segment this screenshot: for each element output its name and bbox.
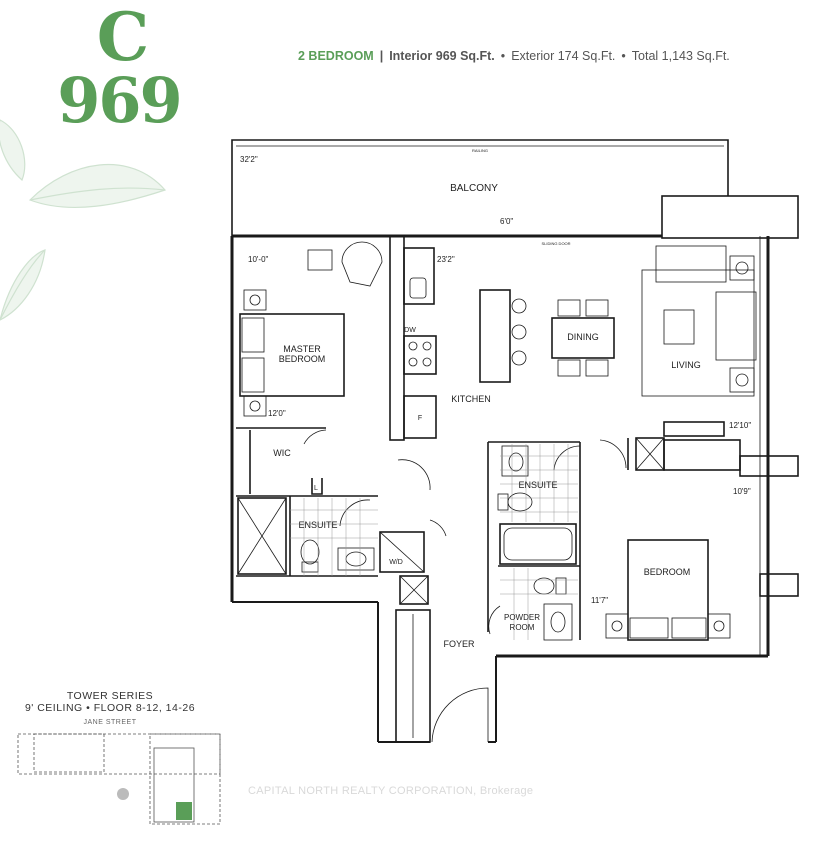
- room-labels: BALCONY MASTER BEDROOM WIC ENSUITE KITCH…: [273, 183, 701, 649]
- room-dining: DINING: [567, 332, 599, 342]
- brokerage-watermark: CAPITAL NORTH REALTY CORPORATION, Broker…: [248, 785, 534, 797]
- room-kitchen: KITCHEN: [451, 394, 491, 404]
- dim-master-width: 10'-0": [248, 255, 269, 264]
- tile-grid: [290, 444, 578, 640]
- bedroom-count: 2 BEDROOM: [298, 49, 374, 63]
- walls: [230, 139, 799, 743]
- dim-balcony-width: 32'2": [240, 155, 258, 164]
- fixture-labels: DW F L W/D SLIDING DOOR RAILING: [314, 148, 571, 566]
- specs-separator: |: [379, 49, 384, 63]
- key-plan-series: TOWER SERIES: [66, 690, 154, 702]
- room-living: LIVING: [671, 360, 701, 370]
- dim-living-width: 23'2": [437, 255, 455, 264]
- specs-dot: •: [621, 49, 626, 63]
- dim-bedroom-depth: 10'9": [733, 487, 751, 496]
- unit-letter: C: [96, 0, 150, 76]
- label-washer-dryer: W/D: [389, 559, 403, 566]
- label-fridge: F: [418, 415, 422, 422]
- room-powder-line2: ROOM: [510, 623, 535, 632]
- dimension-labels: 32'2" 6'0" 10'-0" 12'0" 23'2" 12'10" 10'…: [240, 155, 751, 605]
- room-balcony: BALCONY: [450, 183, 498, 194]
- room-ensuite-second: ENSUITE: [518, 480, 557, 490]
- key-plan: [17, 733, 221, 825]
- room-bedroom: BEDROOM: [644, 567, 691, 577]
- exterior-area: Exterior 174 Sq.Ft.: [511, 49, 616, 63]
- room-wic: WIC: [273, 448, 291, 458]
- dim-living-depth: 12'10": [729, 421, 751, 430]
- dim-master-depth: 12'0": [268, 409, 286, 418]
- north-compass-icon: [117, 788, 129, 800]
- label-linen: L: [314, 485, 318, 492]
- room-powder-line1: POWDER: [504, 613, 540, 622]
- dim-balcony-depth: 6'0": [500, 217, 513, 226]
- room-ensuite-master: ENSUITE: [298, 520, 337, 530]
- label-railing: RAILING: [472, 148, 488, 153]
- label-sliding-door: SLIDING DOOR: [541, 241, 570, 246]
- key-plan-street: JANE STREET: [83, 719, 137, 726]
- room-master-line2: BEDROOM: [279, 354, 326, 364]
- unit-number: 969: [57, 64, 182, 137]
- room-master-line1: MASTER: [283, 344, 321, 354]
- total-area: Total 1,143 Sq.Ft.: [631, 49, 730, 63]
- dim-bedroom-width: 11'7": [591, 596, 608, 605]
- key-plan-ceiling: 9' CEILING • FLOOR 8-12, 14-26: [24, 702, 196, 714]
- unit-specs: 2 BEDROOM | Interior 969 Sq.Ft. • Exterior 1…: [298, 49, 730, 63]
- room-foyer: FOYER: [443, 639, 475, 649]
- label-dw: DW: [404, 327, 416, 334]
- interior-area: Interior 969 Sq.Ft.: [389, 49, 495, 63]
- key-plan-unit-highlight: [176, 802, 192, 820]
- specs-dot: •: [500, 49, 506, 63]
